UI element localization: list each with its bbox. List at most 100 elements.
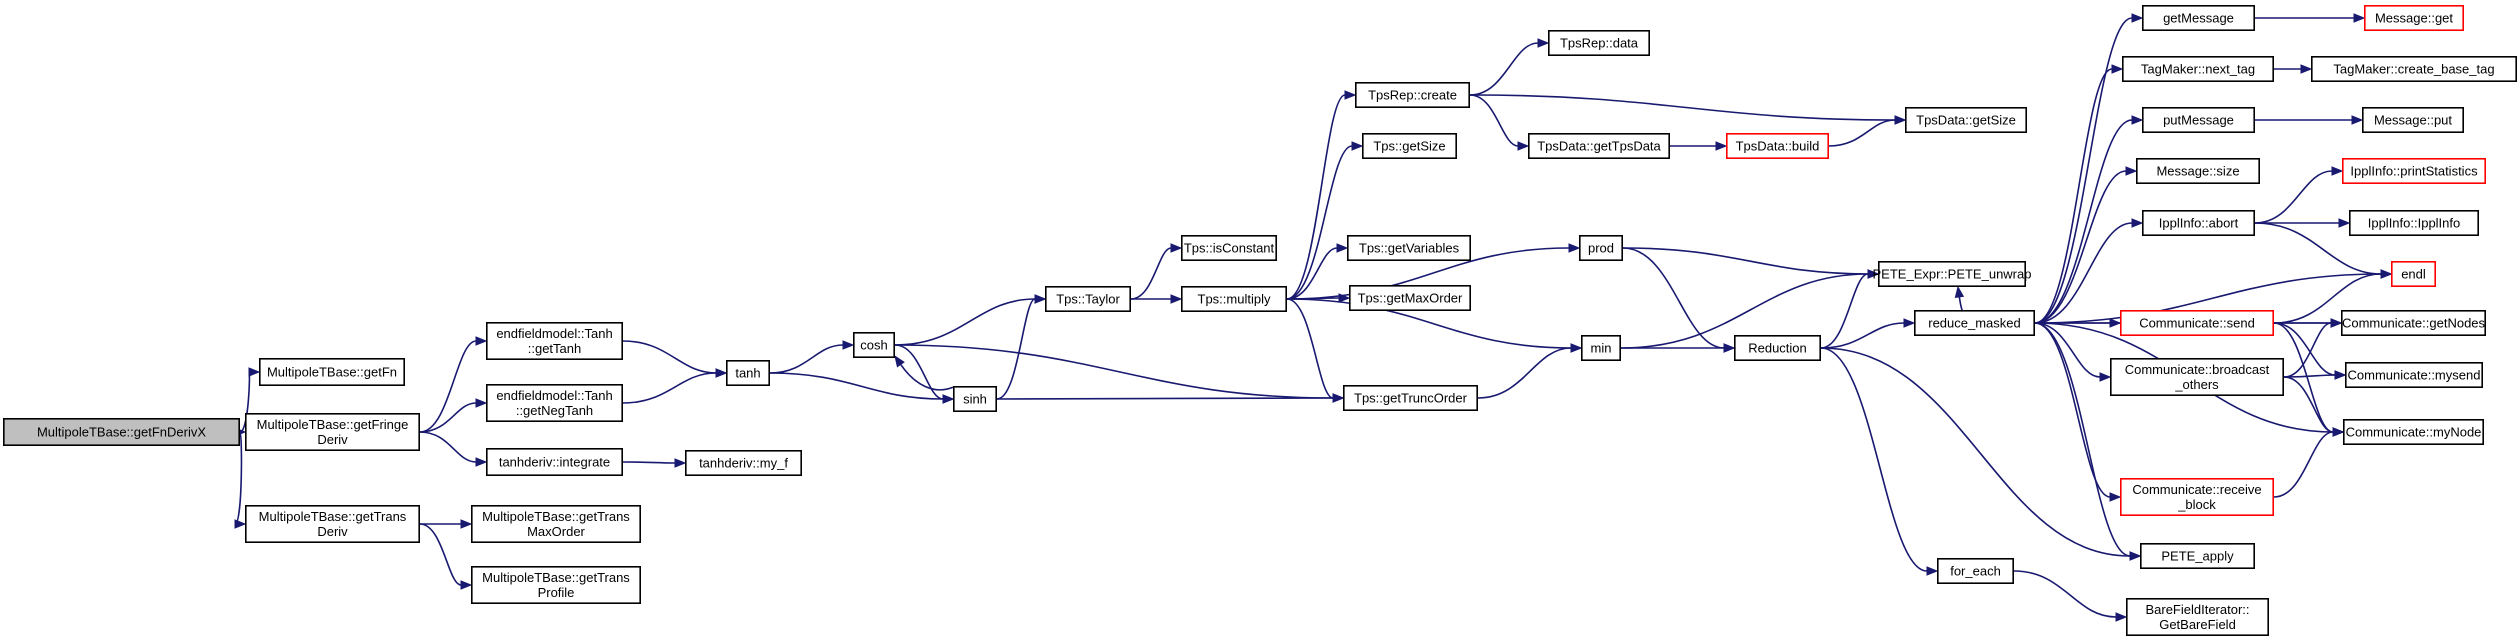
node-truncorder[interactable]: Tps::getTruncOrder — [1343, 384, 1479, 411]
node-box — [2345, 361, 2484, 388]
node-label: Communicate::mysend — [2348, 368, 2481, 383]
node-getnodes[interactable]: Communicate::getNodes — [2341, 309, 2487, 336]
arrowhead-icon — [2380, 269, 2393, 279]
node-prod[interactable]: prod — [1579, 235, 1624, 262]
arrowhead-icon — [1926, 566, 1939, 576]
node-tpsrepdata[interactable]: TpsRep::data — [1548, 29, 1651, 56]
node-messageget[interactable]: Message::get — [2364, 5, 2465, 31]
edge-taylor-to-isconst — [1130, 243, 1183, 300]
edge-tanh-to-cosh — [769, 340, 855, 374]
edge-line — [419, 523, 462, 586]
arrowhead-icon — [1867, 269, 1880, 279]
node-getvariables[interactable]: Tps::getVariables — [1347, 235, 1472, 262]
edge-line — [2273, 431, 2334, 498]
node-putmessage[interactable]: putMessage — [2142, 107, 2256, 134]
node-nexttag[interactable]: TagMaker::next_tag — [2122, 55, 2275, 82]
node-getbarefield[interactable]: BareFieldIterator::GetBareField — [2126, 597, 2270, 636]
node-messageput[interactable]: Message::put — [2362, 107, 2465, 134]
edge-reducemasked-to-peteapply — [2034, 322, 2142, 561]
node-tpsdatabuild[interactable]: TpsData::build — [1726, 133, 1830, 160]
edge-reducemasked-to-messagesize — [2034, 166, 2138, 324]
node-mynode[interactable]: Communicate::myNode — [2343, 418, 2485, 445]
edge-gettpsdata-to-tpsdatabuild — [1670, 141, 1728, 151]
node-getmessage[interactable]: getMessage — [2142, 5, 2256, 31]
arrowhead-icon — [1338, 293, 1351, 303]
node-box — [2142, 107, 2256, 134]
arrowhead-icon — [2351, 115, 2364, 125]
node-getmaxorder[interactable]: Tps::getMaxOrder — [1349, 284, 1472, 311]
node-taylor[interactable]: Tps::Taylor — [1045, 285, 1132, 312]
node-sinh[interactable]: sinh — [952, 385, 997, 412]
node-isconst[interactable]: Tps::isConstant — [1181, 235, 1278, 262]
node-endl[interactable]: endl — [2391, 260, 2437, 287]
edge-reducemasked-to-getmessage — [2034, 13, 2144, 324]
node-foreach[interactable]: for_each — [1937, 557, 2015, 584]
arrowhead-icon — [1954, 285, 1965, 299]
node-tanh[interactable]: tanh — [725, 359, 770, 386]
node-label: tanhderiv::my_f — [699, 456, 788, 471]
edge-putmessage-to-messageput — [2255, 115, 2364, 125]
edge-multiply-to-tpsrepcreate — [1286, 90, 1357, 300]
edge-broadcast-to-mynode — [2283, 376, 2345, 437]
edge-abort-to-printstats — [2254, 166, 2344, 224]
node-reduction[interactable]: Reduction — [1734, 334, 1822, 361]
edge-line — [769, 344, 844, 374]
node-gettpsdata[interactable]: TpsData::getTpsData — [1528, 133, 1671, 160]
edge-line — [2283, 322, 2332, 378]
node-box — [1347, 235, 1472, 262]
edge-reducemasked-to-broadcast — [2034, 322, 2112, 382]
node-ipplinfo[interactable]: IpplInfo::IpplInfo — [2349, 210, 2480, 237]
node-abort[interactable]: IpplInfo::abort — [2142, 210, 2256, 237]
node-box — [1181, 285, 1288, 312]
node-tanhGet[interactable]: endfieldmodel::Tanh::getTanh — [485, 321, 623, 360]
arrowhead-icon — [674, 458, 687, 468]
node-integrate[interactable]: tanhderiv::integrate — [485, 447, 623, 476]
node-tpsgetsize[interactable]: Tps::getSize — [1362, 133, 1458, 160]
node-box — [470, 504, 641, 543]
node-box — [684, 449, 802, 476]
node-label: Deriv — [317, 524, 348, 539]
node-root[interactable]: MultipoleTBase::getFnDerivX — [2, 417, 240, 446]
node-tpsdatagetsize[interactable]: TpsData::getSize — [1905, 107, 2028, 134]
node-box — [2343, 418, 2485, 445]
node-box — [2110, 357, 2285, 396]
edge-send-to-endl — [2273, 269, 2393, 324]
node-label: Message::get — [2375, 11, 2453, 26]
node-box — [2, 417, 240, 446]
node-label: MultipoleTBase::getFnDerivX — [37, 425, 206, 440]
node-tanhNeg[interactable]: endfieldmodel::Tanh::getNegTanh — [485, 383, 623, 422]
node-box — [1937, 557, 2015, 584]
node-mysend[interactable]: Communicate::mysend — [2345, 361, 2484, 388]
node-myf[interactable]: tanhderiv::my_f — [684, 449, 802, 476]
node-tpsrepcreate[interactable]: TpsRep::create — [1355, 82, 1471, 109]
node-send[interactable]: Communicate::send — [2120, 309, 2275, 336]
node-label: IpplInfo::abort — [2159, 216, 2239, 231]
node-min[interactable]: min — [1581, 334, 1622, 361]
node-broadcast[interactable]: Communicate::broadcast_others — [2110, 357, 2285, 396]
node-box — [2349, 210, 2480, 237]
node-label: Tps::getTruncOrder — [1354, 391, 1468, 406]
edge-reducemasked-to-abort — [2034, 218, 2144, 324]
node-box — [245, 504, 420, 543]
edge-reducemasked-to-nexttag — [2034, 64, 2124, 324]
node-multiply[interactable]: Tps::multiply — [1181, 285, 1288, 312]
node-receive[interactable]: Communicate::receive_block — [2120, 477, 2275, 516]
node-getFn[interactable]: MultipoleTBase::getFn — [258, 357, 405, 386]
node-peteapply[interactable]: PETE_apply — [2140, 542, 2256, 569]
node-label: sinh — [963, 392, 987, 407]
node-unwrap[interactable]: PETE_Expr::PETE_unwrap — [1873, 260, 2032, 287]
node-messagesize[interactable]: Message::size — [2136, 158, 2261, 185]
node-box — [245, 412, 420, 451]
node-cosh[interactable]: cosh — [852, 331, 895, 358]
node-printstats[interactable]: IpplInfo::printStatistics — [2342, 158, 2487, 185]
node-box — [1181, 235, 1278, 262]
node-reducemasked[interactable]: reduce_masked — [1914, 309, 2036, 336]
node-createbasetag[interactable]: TagMaker::create_base_tag — [2311, 55, 2517, 82]
node-label: getMessage — [2163, 11, 2234, 26]
edge-line — [894, 298, 1036, 346]
node-label: reduce_masked — [1928, 316, 2021, 331]
